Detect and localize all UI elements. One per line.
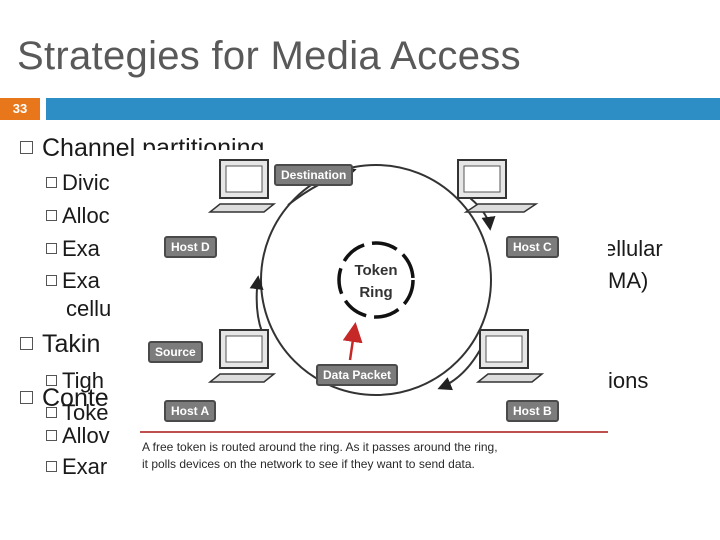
bullet-example-1: Exa [46, 236, 100, 262]
bullet-tight: Tigh [46, 368, 104, 394]
label-host-a: Host A [164, 400, 217, 422]
bullet-box-icon [46, 406, 57, 418]
bullet-box-icon [20, 336, 33, 350]
label-source: Source [148, 341, 203, 363]
bullet-tight-tail: ions [608, 368, 649, 393]
token-ring-figure: Destination Host D Host C Source Data Pa… [140, 150, 608, 476]
bullet-box-icon [46, 429, 57, 441]
label-host-c: Host C [506, 236, 559, 258]
bullet-box-icon [20, 390, 33, 404]
label-destination: Destination [274, 164, 354, 186]
token-ring-circle [337, 241, 415, 319]
label-data-packet: Data Packet [316, 364, 399, 386]
bullet-allow: Allov [46, 423, 110, 449]
slide-number: 33 [0, 98, 40, 120]
token-ring-diagram [140, 159, 608, 433]
title-rule [46, 98, 720, 120]
label-host-d: Host D [164, 236, 217, 258]
computer-host-b-icon [475, 329, 545, 383]
bullet-box-icon [20, 140, 33, 154]
data-packet-arrow [342, 322, 363, 361]
bullet-box-icon [46, 274, 57, 286]
computer-host-c-icon [457, 159, 539, 213]
figure-caption: A free token is routed around the ring. … [142, 440, 498, 471]
computer-destination-icon [207, 159, 277, 213]
bullet-example-2: Exa [46, 268, 100, 294]
bullet-box-icon [46, 460, 57, 472]
bullet-example-2-tail: MA) [608, 268, 649, 293]
bullet-box-icon [46, 209, 57, 221]
bullet-token: Toke [46, 400, 108, 426]
bullet-example-1-tail: ellular [604, 236, 663, 261]
bullet-box-icon [46, 176, 57, 188]
token-ring-label: Token Ring [354, 262, 398, 301]
bullet-example-2-cont: cellu [66, 296, 112, 321]
bullet-example-3: Exar [46, 454, 107, 480]
slide-title: Strategies for Media Access [17, 34, 521, 78]
label-host-b: Host B [506, 400, 559, 422]
bullet-box-icon [46, 242, 57, 254]
bullet-box-icon [46, 374, 57, 386]
bullet-allocate: Alloc [46, 203, 110, 229]
computer-source-icon [207, 329, 277, 383]
bullet-divide: Divic [46, 170, 110, 196]
bullet-taking-turns: Takin [20, 330, 100, 359]
